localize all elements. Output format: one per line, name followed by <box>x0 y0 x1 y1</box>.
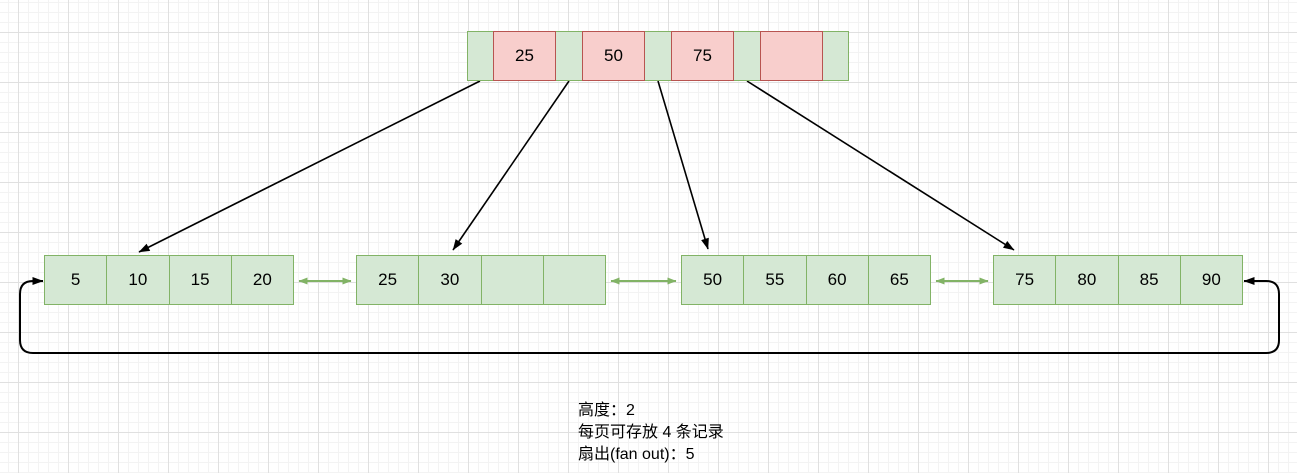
stats-caption: 高度：2 每页可存放 4 条记录 扇出(fan out)：5 <box>578 400 724 466</box>
root-key-cell <box>760 31 823 81</box>
leaf-cell <box>542 256 605 304</box>
leaf-cell: 15 <box>168 256 231 304</box>
leaf-cell: 75 <box>1015 270 1035 289</box>
leaf-cell: 10 <box>106 256 168 304</box>
leaf-node-1: 5 10 15 20 <box>44 255 294 305</box>
root-to-leaf-4-arrow <box>746 80 1015 251</box>
leaf-cell <box>480 256 543 304</box>
root-node: 25 50 75 <box>467 31 849 81</box>
root-key-cell: 75 <box>671 31 734 81</box>
leaf-cell: 55 <box>743 256 805 304</box>
leaf-node-3: 50 55 60 65 <box>681 255 931 305</box>
fanout-stat: 扇出(fan out)：5 <box>578 446 695 463</box>
leaf-cell: 20 <box>230 256 293 304</box>
root-key-cell: 50 <box>582 31 645 81</box>
leaf-cell: 90 <box>1179 256 1242 304</box>
leaf-node-4: 75 80 85 90 <box>993 255 1243 305</box>
leaf-node-2: 25 30 <box>356 255 606 305</box>
root-to-leaf-3-arrow <box>657 80 709 250</box>
leaf-cell: 80 <box>1055 256 1117 304</box>
root-key-cell: 25 <box>493 31 556 81</box>
leaf-cell: 25 <box>378 270 398 289</box>
leaf-cell: 85 <box>1117 256 1180 304</box>
leaf-cell: 65 <box>867 256 930 304</box>
leaf-cell: 5 <box>70 270 81 289</box>
leaf-cell: 50 <box>703 270 723 289</box>
records-per-page-stat: 每页可存放 4 条记录 <box>578 424 724 441</box>
leaf-cell: 30 <box>418 256 480 304</box>
height-stat: 高度：2 <box>578 402 635 419</box>
root-to-leaf-2-arrow <box>452 80 570 251</box>
root-to-leaf-1-arrow <box>138 80 481 253</box>
leaf-cell: 60 <box>805 256 868 304</box>
